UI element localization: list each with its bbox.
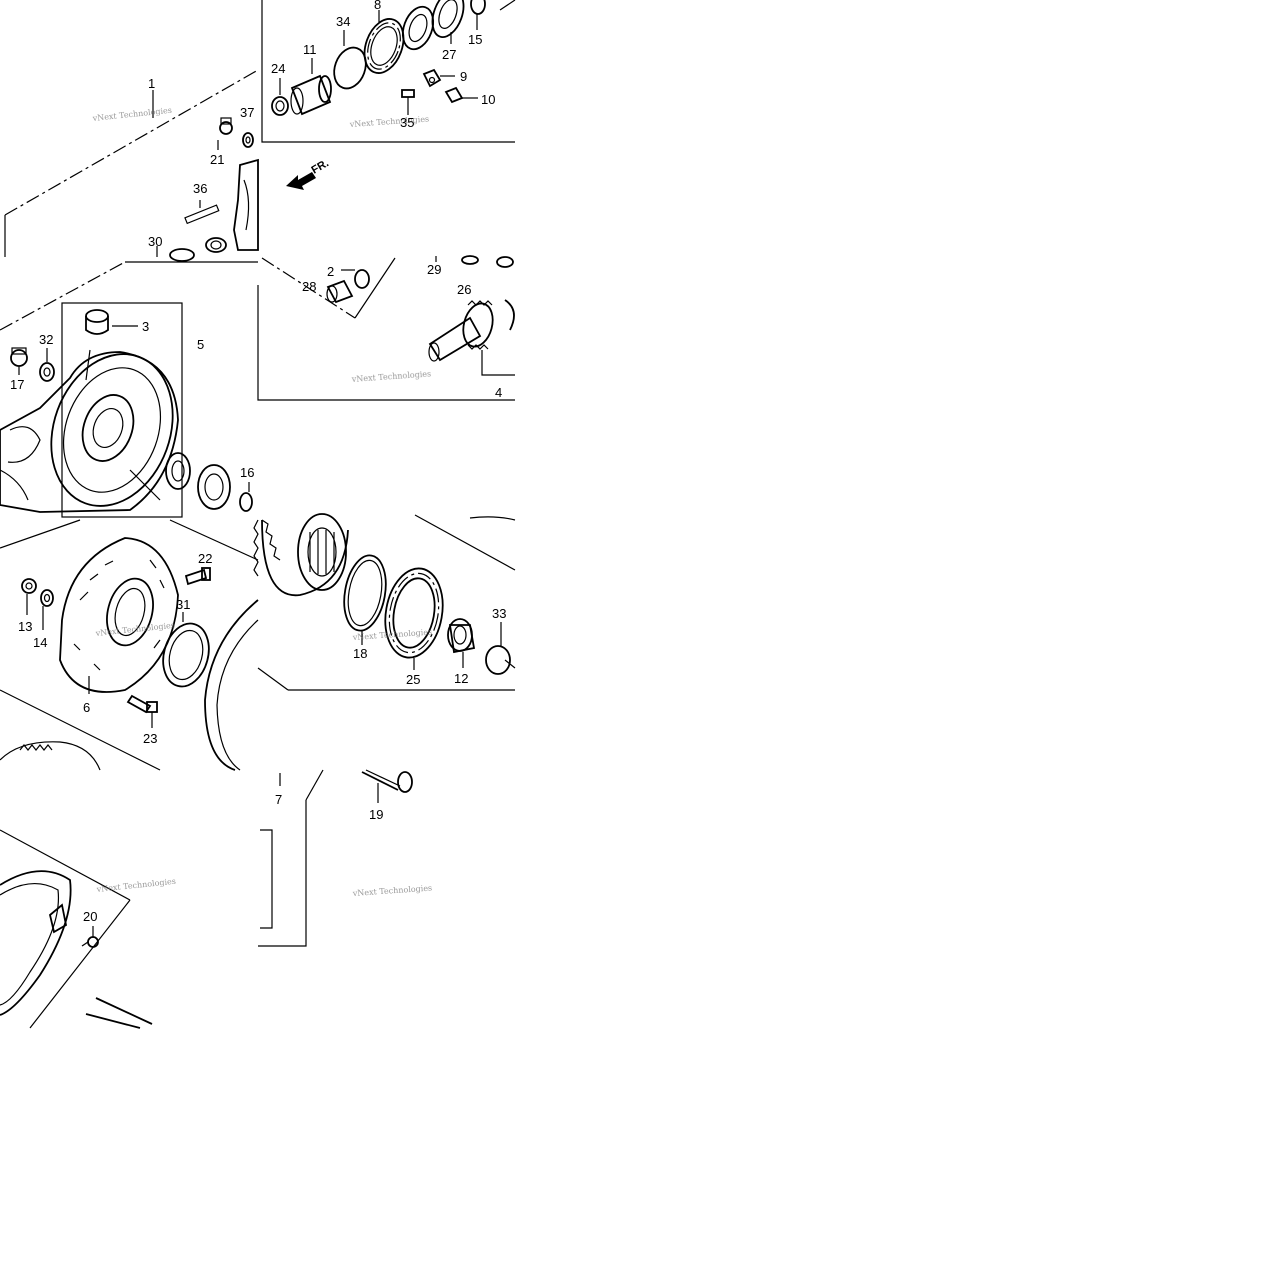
part-label-6: 6 (83, 700, 90, 715)
part-label-23: 23 (143, 731, 157, 746)
front-indicator-text: FR. (310, 157, 331, 176)
diagram-tile-drive-pinion (257, 255, 515, 401)
pinion-nut-part (271, 78, 289, 116)
diagram-tile-pinion-assembly: FR. (261, 0, 516, 190)
part-label-35: 35 (400, 115, 414, 130)
sealing-washer-part (242, 132, 254, 148)
part-label-18: 18 (353, 646, 367, 661)
part-label-15: 15 (468, 32, 482, 47)
lock-bolt-35-part (401, 89, 415, 115)
spline-collar-part (290, 58, 332, 116)
snap-ring-part (343, 554, 387, 645)
part-label-29: 29 (427, 262, 441, 277)
part-label-31: 31 (176, 597, 190, 612)
filler-washer-part (39, 348, 55, 382)
stud-bolt-part (184, 200, 220, 225)
diagram-tile-bracket (258, 769, 413, 947)
clip-ring-part (361, 769, 413, 803)
part-label-13: 13 (18, 619, 32, 634)
breather-cap-part (85, 309, 138, 335)
watermark: vNext Technologies (349, 114, 430, 129)
part-label-5: 5 (197, 337, 204, 352)
small-o-ring-part (341, 269, 370, 289)
part-label-22: 22 (198, 551, 212, 566)
part-label-26: 26 (457, 282, 471, 297)
part-label-12: 12 (454, 671, 468, 686)
ball-bearing-part (431, 0, 465, 44)
diagram-tile-dust-seal (0, 829, 153, 1029)
part-label-4: 4 (495, 385, 502, 400)
diagram-tile-housing-top (4, 69, 259, 262)
cover-bolt-23-part (126, 694, 158, 728)
needle-bushing-part (326, 279, 354, 304)
cover-nut-part (21, 578, 37, 615)
part-label-32: 32 (39, 332, 53, 347)
part-label-8: 8 (374, 0, 381, 12)
cover-oil-seal-part (162, 612, 210, 688)
watermark: vNext Technologies (95, 877, 176, 894)
cover-bolt-22-part (184, 567, 211, 586)
output-bearing-part (165, 452, 253, 512)
part-label-11: 11 (303, 42, 317, 57)
part-label-17: 17 (10, 377, 24, 392)
large-dust-seal-part (0, 870, 72, 1016)
part-label-20: 20 (83, 909, 97, 924)
part-label-19: 19 (369, 807, 383, 822)
shim-part (470, 0, 486, 30)
part-label-7: 7 (275, 792, 282, 807)
part-label-25: 25 (406, 672, 420, 687)
part-label-30: 30 (148, 234, 162, 249)
pinion-gear-part (428, 299, 515, 376)
watermark: vNext Technologies (352, 883, 433, 898)
ring-gear-part (261, 513, 349, 597)
diagram-tile-ring-gear (257, 513, 516, 691)
part-label-37: 37 (240, 105, 254, 120)
part-label-34: 34 (336, 14, 350, 29)
part-label-28: 28 (302, 279, 316, 294)
part-label-9: 9 (460, 69, 467, 84)
part-number-labels: 1 2 3 4 5 6 7 8 9 10 11 12 13 14 15 16 1… (10, 0, 506, 924)
front-arrow-icon (286, 172, 316, 190)
seal-bolt-part (81, 926, 99, 948)
part-label-21: 21 (210, 152, 224, 167)
drain-plug-part (217, 117, 233, 150)
part-label-36: 36 (193, 181, 207, 196)
part-label-33: 33 (492, 606, 506, 621)
final-gear-case-part (0, 349, 179, 513)
part-label-1: 1 (148, 76, 155, 91)
part-label-24: 24 (271, 61, 285, 76)
part-label-2: 2 (327, 264, 334, 279)
collar-o-ring-part (485, 622, 516, 675)
diagram-tile-case-cover (0, 519, 259, 771)
part-label-3: 3 (142, 319, 149, 334)
watermark: vNext Technologies (91, 106, 172, 123)
gear-case-cover-part (59, 537, 179, 694)
watermark: vNext Technologies (351, 369, 432, 384)
cover-washer-part (40, 589, 54, 630)
o-ring-part (333, 30, 367, 90)
watermark-layer: vNext Technologies vNext Technologies vN… (91, 106, 432, 898)
part-label-16: 16 (240, 465, 254, 480)
part-label-14: 14 (33, 635, 47, 650)
diagram-tile-final-drive-housing (0, 261, 258, 518)
lock-plate-part (422, 68, 455, 88)
part-label-10: 10 (481, 92, 495, 107)
lock-bolt-part (444, 86, 478, 104)
distance-collar-part (447, 618, 476, 668)
filler-plug-part (10, 347, 28, 375)
oil-seal-part (156, 237, 227, 262)
part-label-27: 27 (442, 47, 456, 62)
ring-gear-bearing-part (384, 567, 444, 670)
